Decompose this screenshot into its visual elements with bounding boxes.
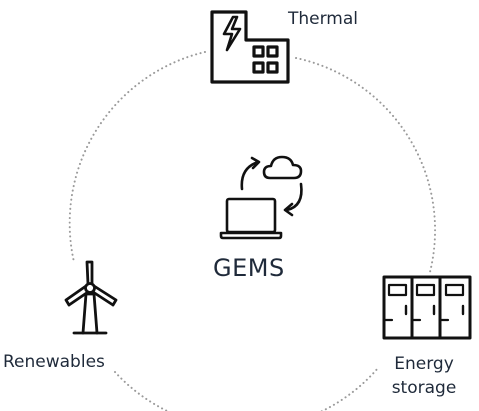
gems-label: GEMS bbox=[213, 254, 285, 282]
factory-lightning-icon bbox=[210, 10, 290, 84]
energy-storage-label-line1: Energy bbox=[394, 354, 454, 374]
ring-arc-thermal-left bbox=[68, 51, 206, 263]
laptop-cloud-sync-icon bbox=[219, 155, 303, 240]
connection-ring bbox=[68, 51, 437, 411]
wind-turbine-icon bbox=[64, 260, 118, 335]
energy-storage-label: Energy storage bbox=[378, 352, 470, 400]
battery-storage-cabinet-icon bbox=[382, 275, 472, 340]
cloud-icon bbox=[262, 155, 303, 180]
ring-arc-bottom bbox=[114, 367, 379, 411]
energy-storage-label-line2: storage bbox=[391, 378, 457, 398]
laptop-screen bbox=[225, 197, 277, 234]
thermal-label: Thermal bbox=[288, 9, 359, 29]
arrowhead-down bbox=[283, 202, 294, 217]
sync-arrow-down bbox=[285, 182, 303, 212]
arrowhead-up bbox=[250, 156, 261, 170]
renewables-label: Renewables bbox=[3, 352, 105, 372]
ring-arc-thermal-right bbox=[295, 57, 437, 273]
laptop-base bbox=[219, 231, 283, 240]
sync-arrow-up bbox=[240, 160, 260, 191]
